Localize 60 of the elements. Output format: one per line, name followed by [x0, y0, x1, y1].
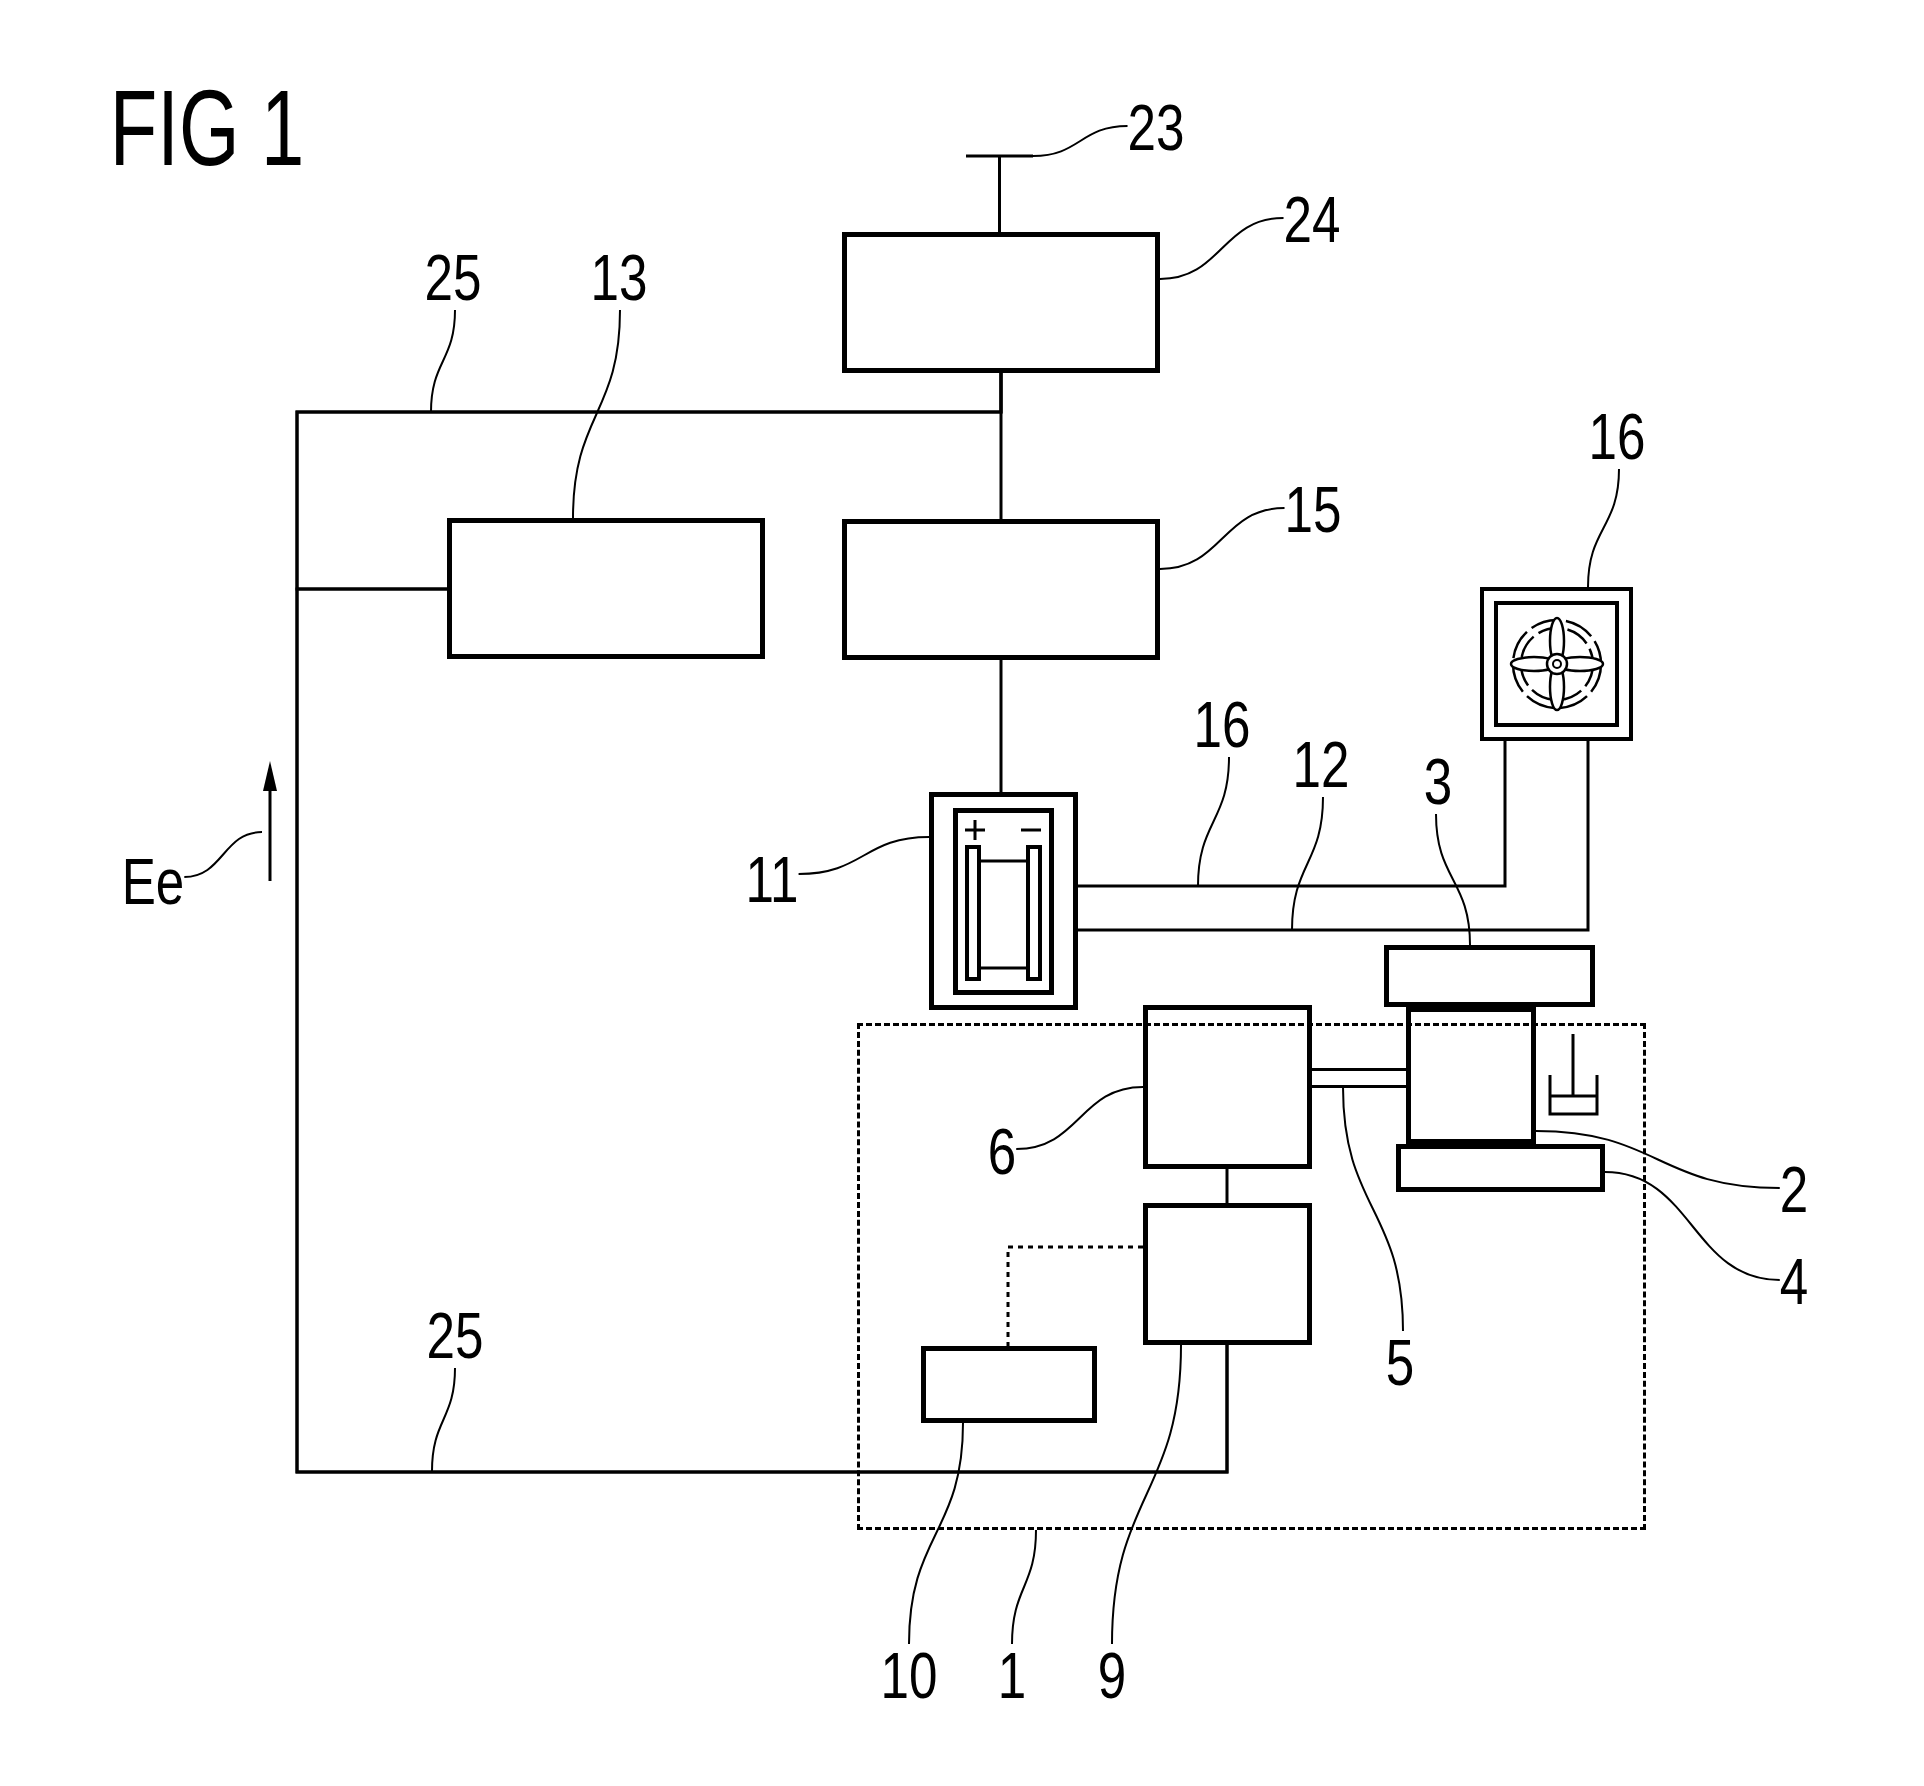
component-box [921, 1346, 1097, 1423]
component-box [842, 232, 1160, 373]
callout-number: 4 [1779, 1250, 1809, 1314]
leader-line [908, 1422, 964, 1645]
callout-number: 12 [1292, 733, 1350, 797]
pipe-line [1078, 741, 1590, 932]
callout-number: 11 [745, 848, 799, 912]
shaft-line [1312, 1068, 1406, 1088]
connector-line [999, 660, 1003, 792]
leader-line [1291, 796, 1324, 931]
leader-line [1604, 1171, 1781, 1281]
callout-number: 23 [1127, 96, 1185, 160]
callout-number: 3 [1423, 750, 1453, 814]
pipe-line [1078, 741, 1507, 888]
leader-line [1032, 125, 1129, 157]
connector-line [1225, 1169, 1229, 1203]
callout-number: 9 [1097, 1644, 1127, 1708]
fan-box [1480, 587, 1633, 741]
leader-line [1587, 468, 1620, 588]
leader-line [1159, 507, 1286, 570]
leader-line [1197, 756, 1230, 887]
leader-line [1111, 1344, 1182, 1645]
dotted-line [1006, 1245, 1143, 1346]
leader-line [1535, 1130, 1781, 1189]
component-box [1384, 945, 1595, 1007]
connector-line [295, 587, 1229, 1474]
callout-number: 1 [997, 1644, 1027, 1708]
leader-line [1342, 1086, 1404, 1332]
callout-number: 16 [1588, 405, 1646, 469]
component-box [1143, 1005, 1312, 1169]
component-box [1396, 1144, 1605, 1192]
figure-title: FIG 1 [109, 74, 305, 182]
dashed-boundary-box [857, 1023, 1646, 1530]
leader-line [430, 309, 456, 413]
direction-arrow [262, 761, 278, 881]
leader-line [183, 831, 263, 878]
leader-line [1015, 1086, 1144, 1150]
callout-number: 24 [1283, 188, 1341, 252]
callout-number: 2 [1779, 1158, 1809, 1222]
leader-line [431, 1367, 456, 1472]
callout-number: 6 [987, 1120, 1017, 1184]
callout-number: 5 [1385, 1331, 1415, 1395]
callout-number: 15 [1284, 478, 1342, 542]
battery-box [929, 792, 1078, 1010]
callout-number: 13 [590, 246, 648, 310]
symbol-label: Ee [121, 850, 185, 914]
component-box [1406, 1007, 1536, 1144]
leader-line [1435, 813, 1471, 946]
antenna-symbol [966, 153, 1033, 232]
callout-number: 25 [426, 1304, 484, 1368]
leader-line [572, 309, 621, 519]
component-box [842, 519, 1160, 660]
callout-number: 10 [880, 1644, 938, 1708]
leader-line [1011, 1529, 1037, 1645]
callout-number: 16 [1193, 693, 1251, 757]
leader-line [1159, 217, 1285, 280]
component-box [447, 518, 765, 659]
component-box [1143, 1203, 1312, 1345]
leader-line [797, 836, 930, 875]
callout-number: 25 [424, 246, 482, 310]
